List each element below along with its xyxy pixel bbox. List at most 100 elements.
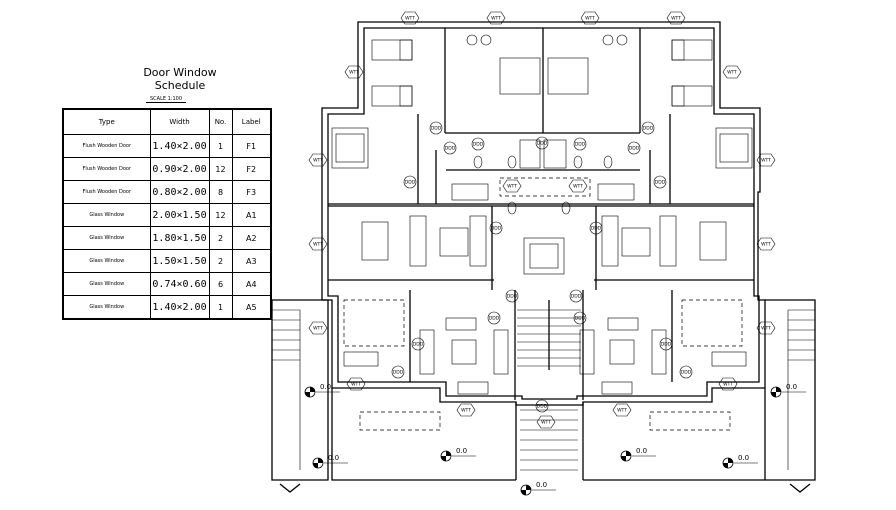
level-marker: 0.0: [620, 447, 656, 462]
door-tag: DDD: [679, 365, 693, 379]
door-tag: DDD: [391, 365, 405, 379]
svg-text:DDD: DDD: [489, 316, 500, 322]
door-tag: DDD: [659, 337, 673, 351]
bed-furniture: [331, 34, 753, 169]
schedule-title: Door Window Schedule: [143, 66, 217, 92]
door-tag: DDD: [573, 137, 587, 151]
window-tag: WTT: [486, 11, 506, 25]
svg-text:DDD: DDD: [473, 142, 484, 148]
level-marker: 0.0: [520, 481, 556, 496]
door-tag: DDD: [443, 141, 457, 155]
svg-text:DDD: DDD: [571, 294, 582, 300]
window-tag: WTT: [344, 65, 364, 79]
level-marker: 0.0: [440, 447, 476, 462]
interior-walls: [328, 28, 754, 400]
svg-text:DDD: DDD: [681, 370, 692, 376]
row-label: F3: [231, 180, 272, 204]
svg-text:DDD: DDD: [591, 226, 602, 232]
window-tag: WTT: [580, 11, 600, 25]
row-type: Glass Window: [62, 203, 151, 227]
row-type: Glass Window: [62, 295, 151, 320]
svg-text:WTT: WTT: [573, 184, 583, 190]
door-tag: DDD: [573, 311, 587, 325]
door-tag: DDD: [429, 121, 443, 135]
svg-text:DDD: DDD: [507, 294, 518, 300]
svg-text:WTT: WTT: [723, 382, 733, 388]
row-label: A3: [231, 249, 272, 273]
window-tag: WTT: [456, 403, 476, 417]
row-type: Flush Wooden Door: [62, 180, 151, 204]
window-tag: WTT: [400, 11, 420, 25]
row-type: Flush Wooden Door: [62, 157, 151, 181]
door-tag: DDD: [471, 137, 485, 151]
schedule-scale: SCALE 1:100: [146, 96, 186, 103]
row-type: Glass Window: [62, 226, 151, 250]
bathroom-fixtures: [451, 139, 635, 215]
row-size: 0.74×0.60: [149, 272, 210, 296]
svg-text:WTT: WTT: [313, 242, 323, 248]
svg-text:WTT: WTT: [761, 158, 771, 164]
svg-text:WTT: WTT: [507, 184, 517, 190]
window-tag: WTT: [346, 377, 366, 391]
door-tag: DDD: [487, 311, 501, 325]
window-tag: WTT: [666, 11, 686, 25]
level-value: 0.0: [456, 447, 467, 455]
svg-text:WTT: WTT: [405, 16, 415, 22]
row-type: Glass Window: [62, 249, 151, 273]
svg-text:WTT: WTT: [585, 16, 595, 22]
level-value: 0.0: [536, 481, 547, 489]
svg-text:WTT: WTT: [351, 382, 361, 388]
svg-text:DDD: DDD: [393, 370, 404, 376]
svg-text:WTT: WTT: [617, 408, 627, 414]
row-label: A4: [231, 272, 272, 296]
level-value: 0.0: [786, 383, 797, 391]
level-marker: 0.0: [312, 454, 348, 469]
level-value: 0.0: [320, 383, 331, 391]
door-tag: DDD: [569, 289, 583, 303]
living-furniture: [343, 215, 747, 395]
window-tag: WTT: [718, 377, 738, 391]
door-tag: DDD: [653, 175, 667, 189]
door-tag: DDD: [535, 399, 549, 413]
door-tag: DDD: [627, 141, 641, 155]
row-size: 2.00×1.50: [149, 203, 210, 227]
window-tag: WTT: [756, 153, 776, 167]
door-tag: DDD: [505, 289, 519, 303]
svg-text:WTT: WTT: [461, 408, 471, 414]
svg-text:DDD: DDD: [661, 342, 672, 348]
door-window-schedule-table: Type Width No. Label Flush Wooden Door 1.…: [62, 108, 272, 320]
svg-text:DDD: DDD: [445, 146, 456, 152]
svg-text:DDD: DDD: [537, 404, 548, 410]
header-width: Width: [149, 108, 210, 135]
row-type: Glass Window: [62, 272, 151, 296]
window-tag: WTT: [568, 179, 588, 193]
window-tag: WTT: [612, 403, 632, 417]
level-marker: 0.0: [304, 383, 340, 398]
window-tag: WTT: [756, 237, 776, 251]
window-tag: WTT: [502, 179, 522, 193]
window-door-tags: WTT WTT WTT WTT WTT WTT WTT WTT WTT WTT WTT WTT WTT W…: [308, 11, 776, 429]
window-tag: WTT: [308, 321, 328, 335]
table-header-row: Type Width No. Label: [62, 108, 272, 135]
svg-text:DDD: DDD: [405, 180, 416, 186]
row-no: 1: [208, 134, 233, 158]
svg-text:WTT: WTT: [491, 16, 501, 22]
row-size: 1.40×2.00: [149, 295, 210, 320]
level-value: 0.0: [328, 454, 339, 462]
window-tag: WTT: [308, 237, 328, 251]
window-tag: WTT: [308, 153, 328, 167]
svg-text:DDD: DDD: [643, 126, 654, 132]
window-tag: WTT: [722, 65, 742, 79]
svg-text:DDD: DDD: [655, 180, 666, 186]
door-tag: DDD: [641, 121, 655, 135]
svg-text:WTT: WTT: [313, 326, 323, 332]
svg-text:DDD: DDD: [629, 146, 640, 152]
row-size: 0.80×2.00: [149, 180, 210, 204]
window-tag: WTT: [536, 415, 556, 429]
svg-text:WTT: WTT: [349, 70, 359, 76]
staircase: [271, 299, 816, 493]
